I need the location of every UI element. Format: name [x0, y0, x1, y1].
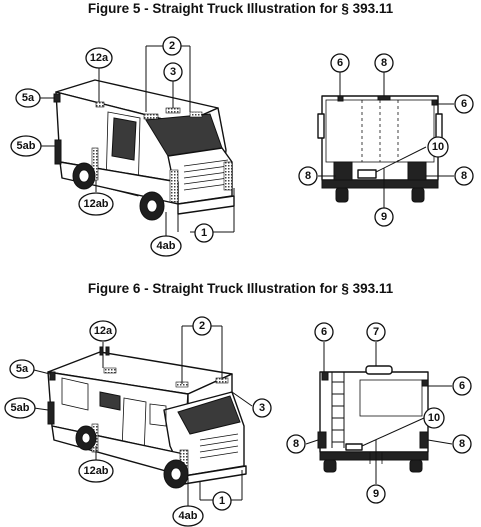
figure-6-side-view	[33, 325, 253, 506]
svg-text:2: 2	[169, 40, 175, 52]
svg-text:10: 10	[432, 141, 444, 153]
svg-text:9: 9	[381, 211, 387, 223]
callout-f5-rear-9: 9	[374, 207, 394, 227]
callout-f6-5a: 5a	[9, 359, 35, 379]
svg-text:8: 8	[459, 438, 465, 450]
svg-text:5a: 5a	[16, 363, 29, 375]
figure-5-side-view	[38, 45, 235, 236]
callout-f6-rear-8-right: 8	[452, 434, 472, 454]
callout-f5-12ab: 12ab	[78, 192, 114, 216]
callout-f5-rear-8-right: 8	[454, 166, 474, 186]
svg-text:4ab: 4ab	[179, 510, 198, 522]
callout-f6-rear-7: 7	[366, 322, 386, 342]
callout-f6-12a: 12a	[89, 320, 117, 342]
callout-f5-2: 2	[162, 36, 182, 56]
svg-text:8: 8	[461, 170, 467, 182]
svg-text:1: 1	[201, 227, 207, 239]
svg-text:3: 3	[170, 66, 176, 78]
figure-6-rear-view	[305, 342, 453, 484]
callout-f5-12a: 12a	[85, 47, 113, 69]
callout-f6-rear-6-left: 6	[314, 322, 334, 342]
figure-5-title: Figure 5 - Straight Truck Illustration f…	[87, 1, 394, 16]
svg-text:12ab: 12ab	[83, 465, 108, 477]
svg-text:2: 2	[199, 320, 205, 332]
callout-f5-3: 3	[163, 62, 183, 82]
callout-f5-rear-6-left: 6	[330, 53, 350, 73]
svg-text:6: 6	[461, 98, 467, 110]
callout-f5-rear-8-left: 8	[298, 166, 318, 186]
callout-f6-2: 2	[192, 316, 212, 336]
svg-text:6: 6	[321, 326, 327, 338]
svg-text:8: 8	[305, 170, 311, 182]
figure-5-rear-view	[317, 72, 454, 208]
svg-text:7: 7	[373, 326, 379, 338]
svg-text:12a: 12a	[94, 325, 113, 337]
svg-text:10: 10	[428, 412, 440, 424]
svg-text:4ab: 4ab	[157, 240, 176, 252]
callout-f5-5a: 5a	[15, 88, 41, 108]
callout-f5-5ab: 5ab	[10, 135, 42, 157]
svg-text:9: 9	[373, 488, 379, 500]
callout-f6-4ab: 4ab	[172, 505, 204, 527]
callout-f5-1: 1	[194, 223, 214, 243]
callout-f6-rear-10: 10	[423, 407, 445, 429]
svg-text:1: 1	[219, 495, 225, 507]
callout-f6-rear-9: 9	[366, 484, 386, 504]
svg-text:3: 3	[259, 402, 265, 414]
svg-text:8: 8	[381, 57, 387, 69]
callout-f5-rear-10: 10	[427, 136, 449, 158]
callout-f5-rear-6-right: 6	[454, 94, 474, 114]
callout-f6-12ab: 12ab	[78, 459, 114, 483]
svg-text:12a: 12a	[90, 52, 109, 64]
svg-text:6: 6	[337, 57, 343, 69]
svg-text:5a: 5a	[22, 92, 35, 104]
callout-f5-rear-8-top: 8	[374, 53, 394, 73]
figure-6-title: Figure 6 - Straight Truck Illustration f…	[87, 281, 394, 296]
callout-f6-5ab: 5ab	[4, 397, 36, 419]
callout-f6-rear-8-left: 8	[286, 434, 306, 454]
callout-f6-rear-6-right: 6	[452, 376, 472, 396]
svg-text:12ab: 12ab	[83, 198, 108, 210]
svg-text:8: 8	[293, 438, 299, 450]
svg-text:5ab: 5ab	[17, 140, 36, 152]
svg-text:5ab: 5ab	[11, 402, 30, 414]
callout-f6-3: 3	[252, 398, 272, 418]
callout-f5-4ab: 4ab	[150, 235, 182, 257]
svg-text:6: 6	[459, 380, 465, 392]
callout-f6-1: 1	[212, 491, 232, 511]
